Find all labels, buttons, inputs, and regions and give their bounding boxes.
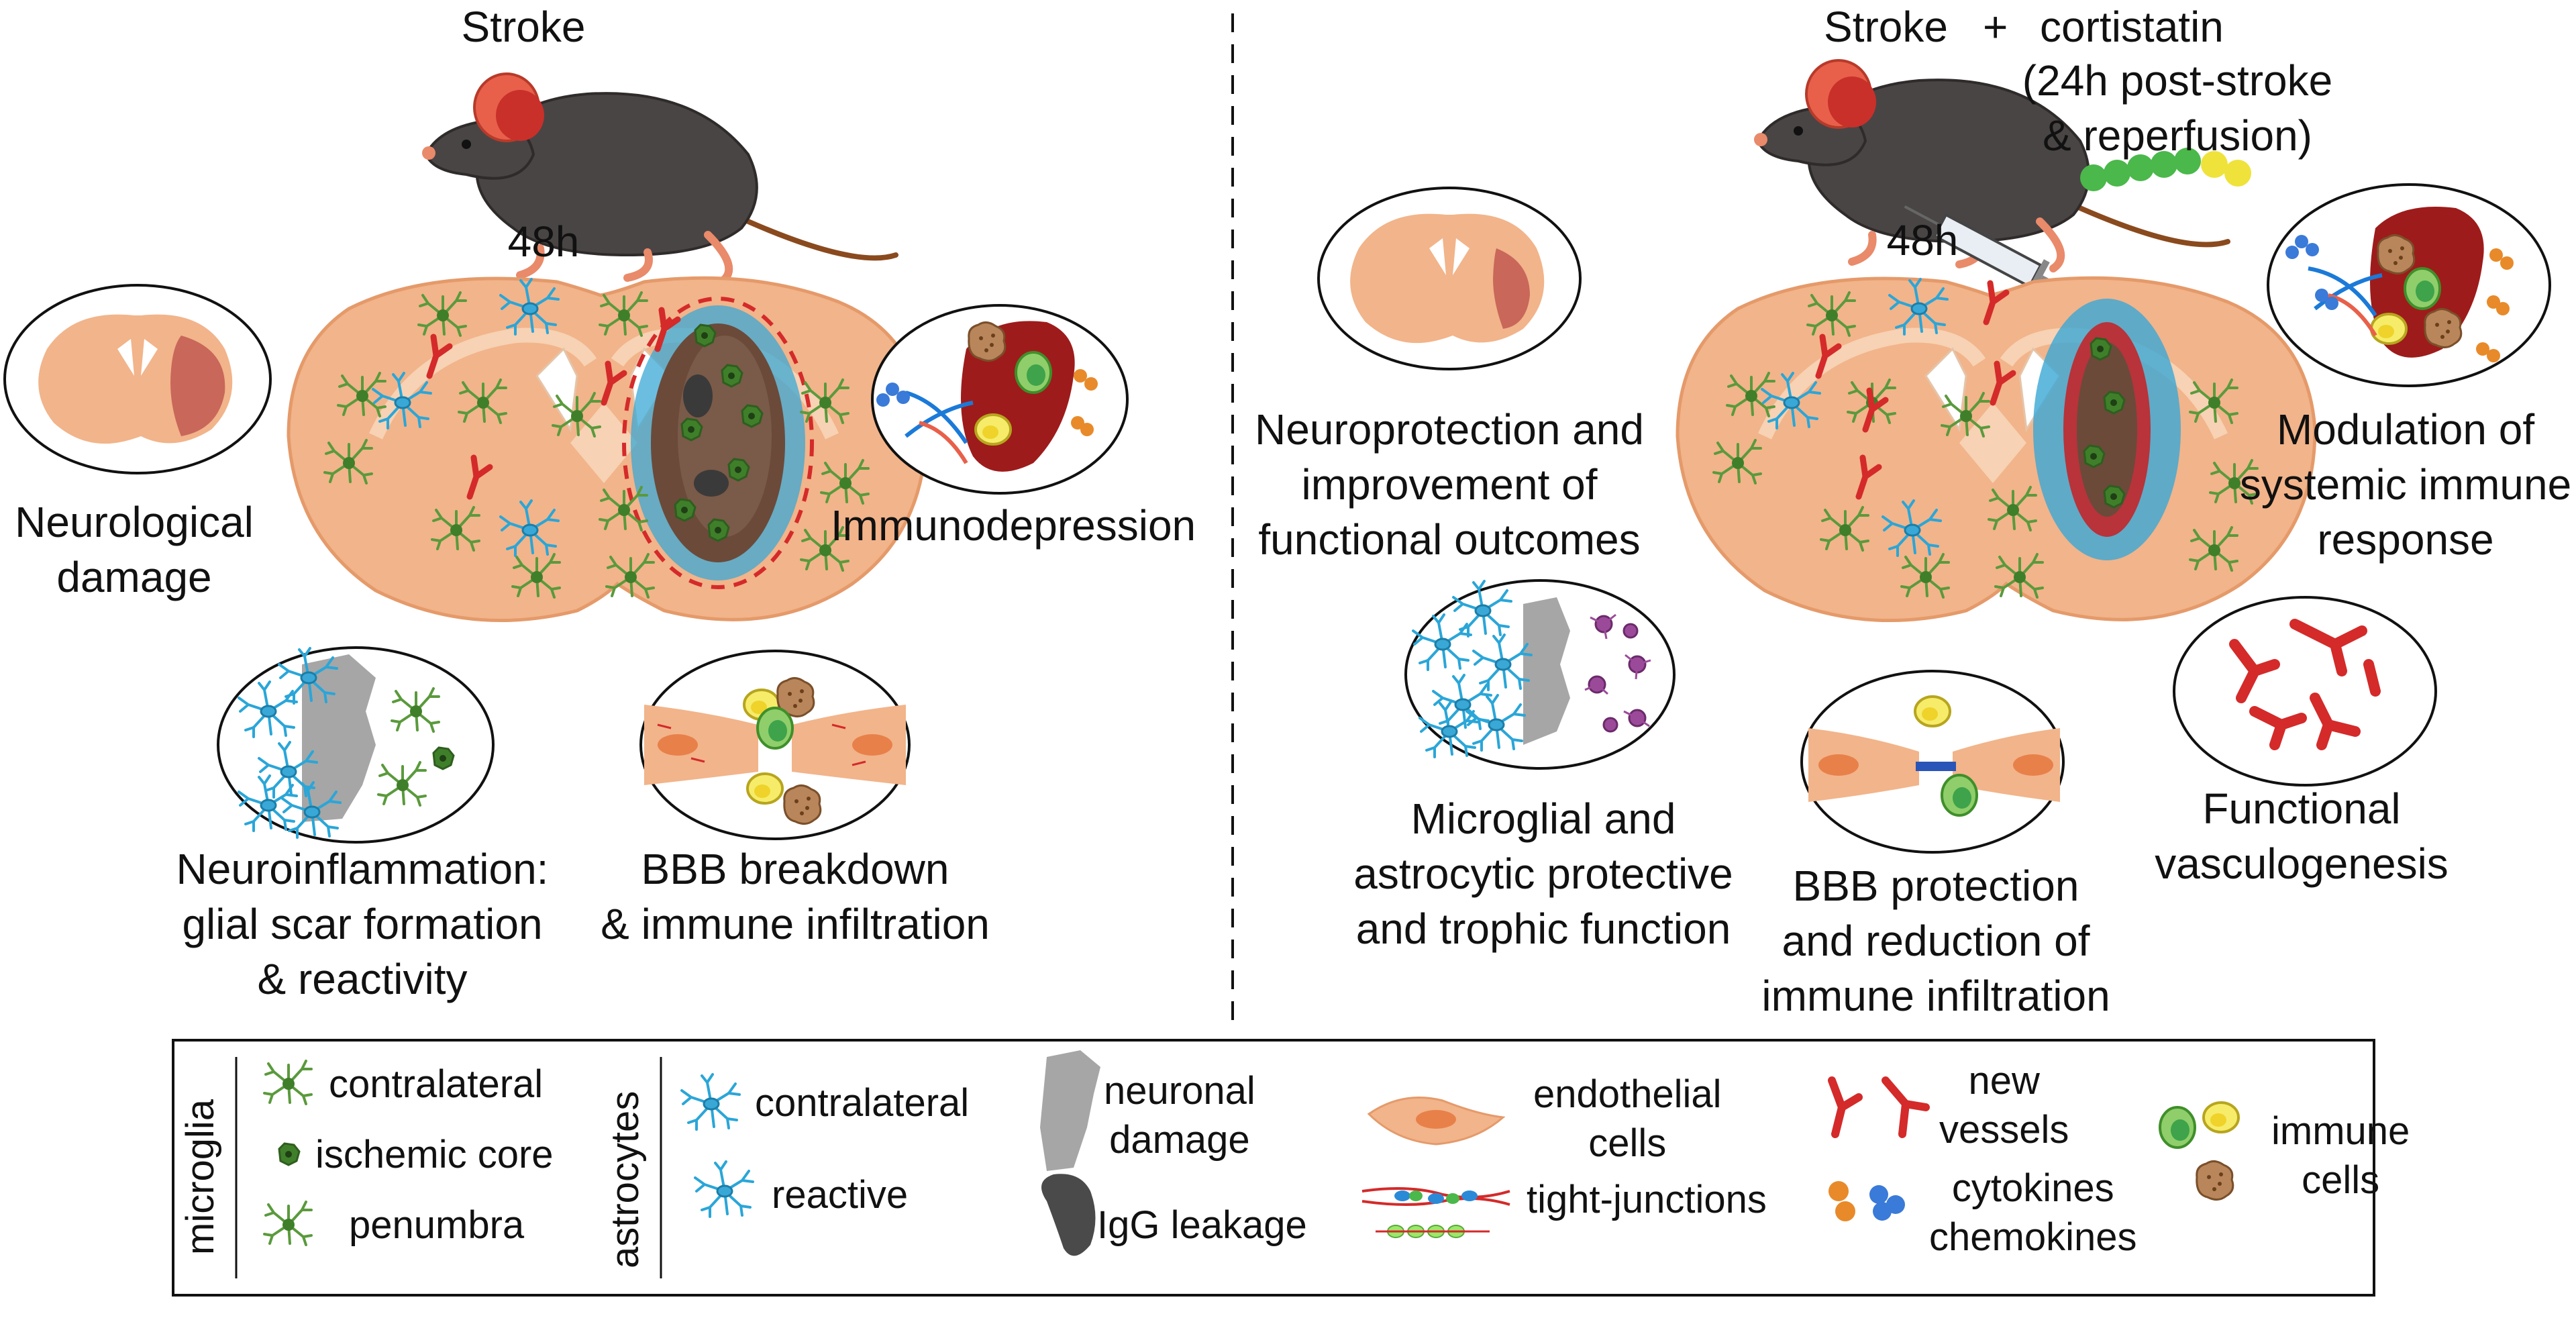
immunodepression-label: Immunodepression <box>830 501 1196 550</box>
legend-astrocyte-reactive: reactive <box>772 1173 909 1217</box>
bbb-breakdown-circle <box>639 650 911 840</box>
bbb-breakdown-label: BBB breakdown& immune infiltration <box>601 845 990 948</box>
right-time: 48h <box>1886 216 1959 264</box>
igg-icon <box>1041 1174 1096 1256</box>
cytokines-icon <box>1828 1181 1905 1221</box>
vasculogenesis-circle <box>2173 596 2437 787</box>
left-brain <box>287 276 928 622</box>
tight-junction-icon <box>1361 1187 1510 1238</box>
legend-microglia-ischemic: ischemic core <box>315 1133 554 1176</box>
legend-igg-leakage: IgG leakage <box>1097 1203 1307 1247</box>
legend-astrocyte-contralateral: contralateral <box>755 1081 970 1125</box>
new-vessels-icon <box>1828 1076 1930 1138</box>
legend-tight-junctions: tight-junctions <box>1527 1178 1767 1221</box>
modulation-circle <box>2267 183 2551 387</box>
cortistatin-peptide-icon <box>2080 148 2251 191</box>
neuronal-damage-icon <box>1040 1050 1100 1171</box>
neurological-damage-circle <box>3 284 272 474</box>
left-title: Stroke <box>461 3 586 51</box>
neuroprotection-circle <box>1317 187 1582 370</box>
legend-microglia-contralateral: contralateral <box>329 1062 544 1106</box>
bbb-protection-circle <box>1800 670 2065 854</box>
right-title-drug: cortistatin <box>2040 3 2224 51</box>
legend-microglia-group: microglia <box>178 1099 222 1255</box>
legend-microglia-penumbra: penumbra <box>349 1203 525 1247</box>
legend-astrocytes-group: astrocytes <box>603 1091 647 1268</box>
left-time: 48h <box>507 217 580 266</box>
legend-box <box>172 1039 2375 1297</box>
neuroinflammation-label: Neuroinflammation:glial scar formation& … <box>176 845 549 1003</box>
neuroinflammation-circle <box>217 646 495 844</box>
right-title-plus: + <box>1983 3 2008 51</box>
microglial-circle <box>1404 579 1676 770</box>
immunodepression-circle <box>871 304 1129 495</box>
right-title-stroke: Stroke <box>1824 3 1948 51</box>
left-mouse <box>422 74 896 282</box>
right-title-detail: (24h post-stroke& reperfusion) <box>2022 56 2333 160</box>
right-brain <box>1676 276 2317 622</box>
